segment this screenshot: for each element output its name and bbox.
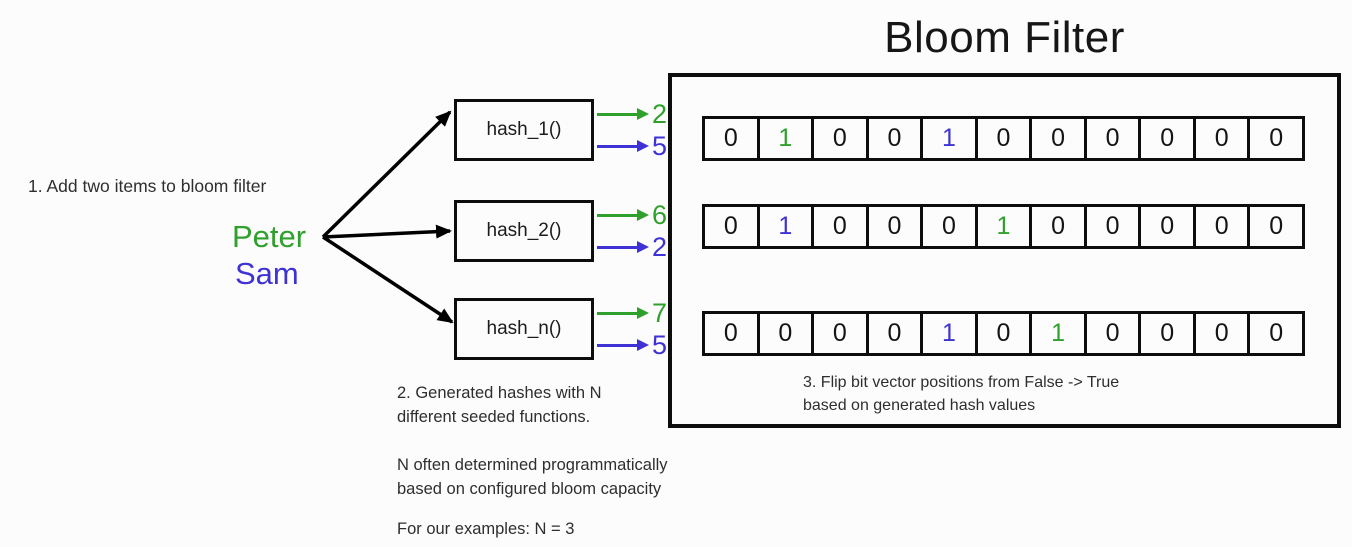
bit-cell: 0 [920, 204, 978, 249]
hash-output-value: 6 [652, 199, 668, 230]
hash-function-box-n: hash_n() [454, 298, 594, 360]
hash-1-outputs: 2 5 [597, 99, 667, 161]
bit-cell: 0 [1138, 116, 1196, 161]
arrow-to-hash-1 [321, 110, 452, 239]
note-line1: N often determined programmatically [397, 456, 668, 474]
hash-group-n: hash_n() 7 5 [454, 298, 714, 360]
bit-cell: 0 [1192, 311, 1251, 356]
hash-output-value: 5 [652, 130, 668, 161]
bit-cell: 0 [1138, 311, 1196, 356]
hash-output-value: 5 [652, 329, 668, 360]
bit-cell: 0 [702, 311, 760, 356]
hash-group-1: hash_1() 2 5 [454, 99, 714, 161]
blue-arrow-icon [597, 343, 637, 347]
green-arrow-icon [597, 112, 637, 116]
item-sam: Sam [235, 256, 299, 291]
arrow-to-hash-n [322, 235, 454, 324]
bit-cell: 0 [1083, 311, 1142, 356]
hash-n-output-peter: 7 [597, 297, 668, 328]
hash-group-2: hash_2() 6 2 [454, 200, 714, 262]
hash-output-value: 2 [652, 231, 668, 262]
blue-arrow-icon [597, 245, 637, 249]
bit-cell: 0 [974, 311, 1033, 356]
step1-label: 1. Add two items to bloom filter [28, 176, 267, 196]
example-line: For our examples: N = 3 [397, 520, 575, 538]
item-peter: Peter [232, 219, 307, 254]
notes-block: 2. Generated hashes with N different see… [397, 381, 668, 541]
bit-cell: 1 [974, 204, 1033, 249]
bit-cell: 0 [865, 116, 924, 161]
bit-cell: 0 [702, 116, 760, 161]
bit-cell: 0 [865, 311, 924, 356]
step3-line2: based on generated hash values [803, 397, 1036, 414]
bit-cell: 0 [974, 116, 1033, 161]
hash-output-value: 2 [652, 98, 668, 129]
hash-function-box-1: hash_1() [454, 99, 594, 161]
bit-cell: 0 [811, 116, 869, 161]
fan-arrows [321, 110, 454, 324]
hash-n-output-sam: 5 [597, 329, 668, 360]
note-line2: based on configured bloom capacity [397, 480, 662, 498]
hash-output-value: 7 [652, 297, 668, 328]
step3-label: 3. Flip bit vector positions from False … [803, 371, 1119, 417]
bit-cell: 0 [1083, 116, 1142, 161]
bit-cell: 0 [811, 311, 869, 356]
bit-cell: 0 [1247, 204, 1306, 249]
bit-cell: 1 [756, 116, 815, 161]
bit-cell: 0 [1029, 204, 1087, 249]
hash-1-output-sam: 5 [597, 130, 668, 161]
arrow-to-hash-2 [322, 224, 452, 239]
example-label: For our examples: N = 3 [397, 517, 668, 541]
bit-cell: 0 [1192, 204, 1251, 249]
bit-cell: 1 [1029, 311, 1087, 356]
page-title: Bloom Filter [884, 13, 1125, 62]
step3-line1: 3. Flip bit vector positions from False … [803, 374, 1120, 391]
green-arrow-icon [597, 311, 637, 315]
bit-cell: 1 [920, 311, 978, 356]
bit-cell: 1 [756, 204, 815, 249]
bit-cell: 0 [1138, 204, 1196, 249]
blue-arrow-icon [597, 144, 637, 148]
bit-cell: 0 [811, 204, 869, 249]
bit-cell: 0 [1192, 116, 1251, 161]
hash-n-outputs: 7 5 [597, 298, 667, 360]
bit-cell: 0 [1247, 311, 1306, 356]
bit-cell: 0 [1247, 116, 1306, 161]
hash-2-output-sam: 2 [597, 231, 668, 262]
bit-cell: 1 [920, 116, 978, 161]
step2-line2: different seeded functions. [397, 408, 591, 426]
bit-cell: 0 [702, 204, 760, 249]
green-arrow-icon [597, 213, 637, 217]
bit-cell: 0 [865, 204, 924, 249]
hash-1-output-peter: 2 [597, 98, 668, 129]
bit-cell: 0 [756, 311, 815, 356]
hash-function-box-2: hash_2() [454, 200, 594, 262]
step2-line1: 2. Generated hashes with N [397, 384, 602, 402]
step2-label: 2. Generated hashes with N different see… [397, 381, 668, 429]
bit-cell: 0 [1083, 204, 1142, 249]
note-label: N often determined programmatically base… [397, 453, 668, 501]
bit-cell: 0 [1029, 116, 1087, 161]
hash-2-outputs: 6 2 [597, 200, 667, 262]
hash-2-output-peter: 6 [597, 199, 668, 230]
